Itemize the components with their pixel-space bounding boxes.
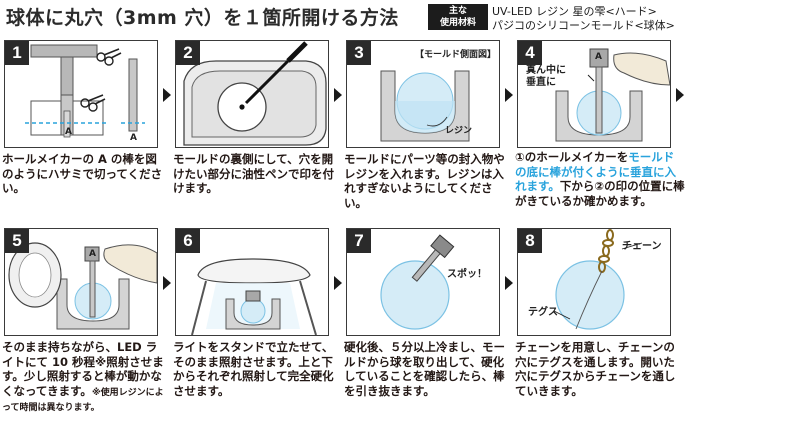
step-7-description: 硬化後、５分以上冷まし、モールドから球を取り出して、硬化していることを確認したら… [344, 340, 505, 398]
step-5-description-text: そのまま持ちながら、LED ライトにて 10 秒程※照射させます。少し照射すると… [2, 340, 164, 398]
step-3-description: モールドにパーツ等の封入物やレジンを入れます。レジンは入れすぎないようにしてくだ… [344, 152, 505, 210]
insert-hole-maker-illustration [555, 48, 670, 142]
marker-pen-icon [244, 41, 308, 105]
led-light-icon [8, 242, 62, 308]
step-4-description-check: 下から②の印の位置に棒がきているか確かめます。 [515, 179, 685, 208]
step-number: 4 [518, 41, 542, 65]
step-number: 7 [347, 229, 371, 253]
step-number: 6 [176, 229, 200, 253]
step-1-panel: 1 A A [4, 40, 158, 148]
label-a: A [89, 249, 96, 259]
materials-badge: 主な 使用材料 [428, 4, 488, 30]
remove-rod-illustration [380, 234, 455, 330]
step-1-description: ホールメイカーの A の棒を図のようにハサミで切ってください。 [2, 152, 163, 195]
step-3-panel: 3 【モールド側面図】 レジン [346, 40, 500, 148]
next-arrow-icon [334, 88, 342, 102]
step-4-description: ①のホールメイカーをモールドの底に棒が付くように垂直に入れます。下から②の印の位… [515, 150, 685, 208]
step-number: 8 [518, 229, 542, 253]
step-2-panel: 2 [175, 40, 329, 148]
label-a: A [595, 52, 602, 62]
step-7-panel: 7 スポッ！ [346, 228, 500, 336]
step-number: 3 [347, 41, 371, 65]
step-number: 5 [5, 229, 29, 253]
next-arrow-icon [334, 276, 342, 290]
step-6-description: ライトをスタンドで立たせて、そのまま照射させます。上と下からそれぞれ照射して完全… [173, 340, 334, 398]
next-arrow-icon [676, 88, 684, 102]
step-6-panel: 6 [175, 228, 329, 336]
resin-label: レジン [445, 126, 473, 136]
material-resin: UV-LED レジン 星の雫<ハード> [492, 5, 657, 18]
step-4-description-highlight: モールドの底に棒が付くように垂直に入れます。 [515, 150, 676, 193]
header: 球体に丸穴（3mm 穴）を１箇所開ける方法 主な 使用材料 UV-LED レジン… [0, 0, 800, 34]
step-5-note: ※使用レジンによって時間は異なります。 [2, 387, 164, 413]
led-light-cure-illustration [8, 242, 157, 330]
chain-label: チェーン [622, 241, 662, 252]
pop-sound-label: スポッ！ [447, 269, 487, 280]
chain-icon [598, 229, 614, 273]
step-2-description: モールドの裏側にして、穴を開けたい部分に油性ペンで印を付けます。 [173, 152, 334, 195]
step-5-panel: 5 A [4, 228, 158, 336]
chain-threading-illustration [553, 229, 643, 330]
next-arrow-icon [505, 276, 513, 290]
label-a: A [65, 127, 72, 137]
step-4-description-intro: ①のホールメイカーを [515, 150, 629, 164]
step-4-panel: 4 真ん中に 垂直に A [517, 40, 671, 148]
step-5-description: そのまま持ちながら、LED ライトにて 10 秒程※照射させます。少し照射すると… [2, 340, 164, 414]
page-title: 球体に丸穴（3mm 穴）を１箇所開ける方法 [6, 7, 399, 29]
scissors-icon [96, 48, 122, 66]
scissors-icon [80, 94, 106, 112]
mold-side-view-illustration [380, 70, 470, 142]
materials-badge-line1: 主な [448, 6, 467, 16]
step-number: 2 [176, 41, 200, 65]
materials-badge-line2: 使用材料 [439, 18, 476, 28]
hole-maker-cut-illustration [25, 44, 145, 138]
next-arrow-icon [505, 88, 513, 102]
light-stand-cure-illustration [191, 258, 317, 335]
label-a: A [130, 133, 137, 143]
step-8-panel: 8 チェーン テグス [517, 228, 671, 336]
side-view-label: 【モールド側面図】 [415, 50, 497, 60]
step-number: 1 [5, 41, 29, 65]
step-8-description: チェーンを用意し、チェーンの穴にテグスを通します。開いた穴にテグスからチェーンを… [515, 340, 676, 398]
tegusu-label: テグス [528, 307, 558, 318]
material-mold: パジコのシリコーンモールド<球体> [492, 19, 675, 32]
mold-mark-illustration [183, 41, 327, 146]
vertical-center-label: 真ん中に 垂直に [526, 65, 566, 88]
next-arrow-icon [163, 88, 171, 102]
next-arrow-icon [163, 276, 171, 290]
